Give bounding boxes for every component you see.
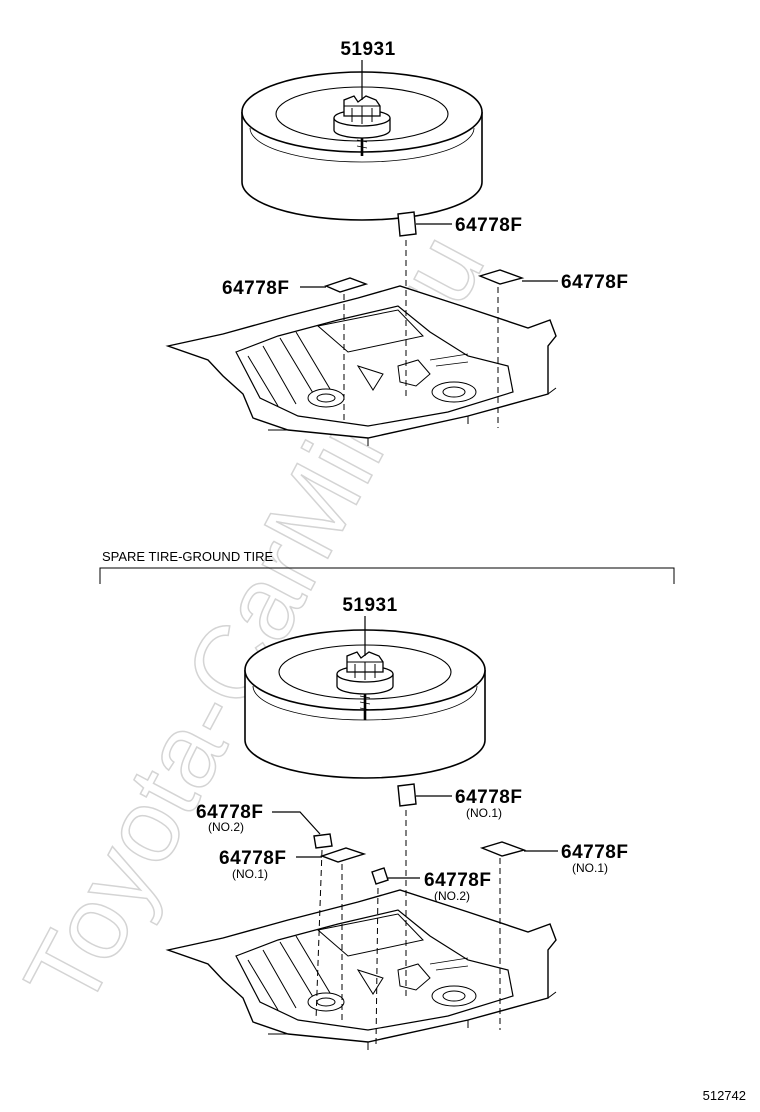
- cushion-icon-b-left-lower: [319, 847, 367, 863]
- part-label-51931-bottom[interactable]: 51931: [342, 595, 397, 616]
- part-sub-b-center: (NO.1): [466, 806, 502, 820]
- cushion-icon-b-right: [479, 841, 527, 857]
- cushion-icon-top-center: [397, 211, 417, 237]
- part-label-b-left-upper[interactable]: 64778F: [196, 802, 263, 823]
- part-label-top-right[interactable]: 64778F: [561, 272, 628, 293]
- part-label-top-left[interactable]: 64778F: [222, 278, 289, 299]
- part-label-b-center[interactable]: 64778F: [455, 787, 522, 808]
- part-label-b-left-lower[interactable]: 64778F: [219, 848, 286, 869]
- illustration-number: 512742: [703, 1088, 746, 1103]
- part-label-b-mid[interactable]: 64778F: [424, 870, 491, 891]
- bottom-assembly: 51931 64778F (NO.1) 64778F (NO.2) 64778F…: [167, 595, 628, 1051]
- cushion-icon-b-left-upper: [313, 833, 333, 849]
- cushion-icon-b-center: [397, 783, 417, 807]
- part-sub-b-left-upper: (NO.2): [208, 820, 244, 834]
- part-sub-b-mid: (NO.2): [434, 889, 470, 903]
- cushion-icon-b-mid: [371, 867, 389, 885]
- part-label-b-right[interactable]: 64778F: [561, 842, 628, 863]
- top-assembly: 51931 64778F 64778F 64778F: [167, 39, 628, 447]
- part-label-top-center[interactable]: 64778F: [455, 215, 522, 236]
- section-spare-tire-ground: SPARE TIRE-GROUND TIRE: [99, 549, 675, 584]
- part-sub-b-left-lower: (NO.1): [232, 867, 268, 881]
- part-sub-b-right: (NO.1): [572, 861, 608, 875]
- section-title: SPARE TIRE-GROUND TIRE: [102, 549, 274, 564]
- cushion-icon-top-right: [477, 269, 525, 285]
- part-label-51931-top[interactable]: 51931: [340, 39, 395, 60]
- cushion-icon-top-left: [324, 277, 369, 293]
- spare-wheel-pan-bottom: [167, 889, 557, 1051]
